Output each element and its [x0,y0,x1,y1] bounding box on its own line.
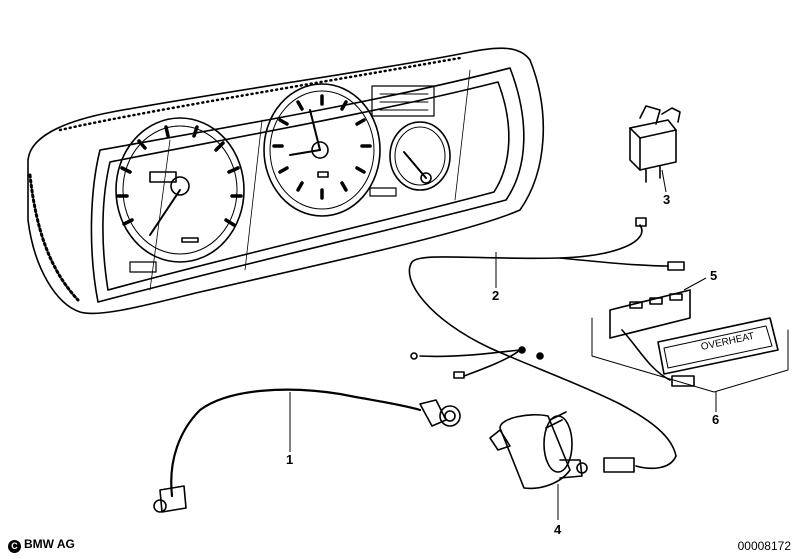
speedometer-cable-illustration [153,388,461,513]
callout-4: 4 [554,522,562,537]
warning-lamp-illustration [591,289,789,393]
callout-2: 2 [492,288,499,303]
sender-unit-illustration [489,411,588,490]
copyright-symbol: C [8,540,21,553]
callout-5: 5 [710,268,717,283]
image-number: 00008172 [737,539,791,553]
copyright-text: BMW AG [24,537,75,551]
instrument-cluster-illustration [27,47,545,315]
callout-5-leader [683,277,707,291]
callout-1: 1 [286,452,293,467]
callout-3: 3 [663,192,670,207]
relay-illustration [629,105,681,183]
callout-6: 6 [712,412,719,427]
wiring-harness-illustration [408,217,685,473]
callout-3-leader [661,169,667,193]
